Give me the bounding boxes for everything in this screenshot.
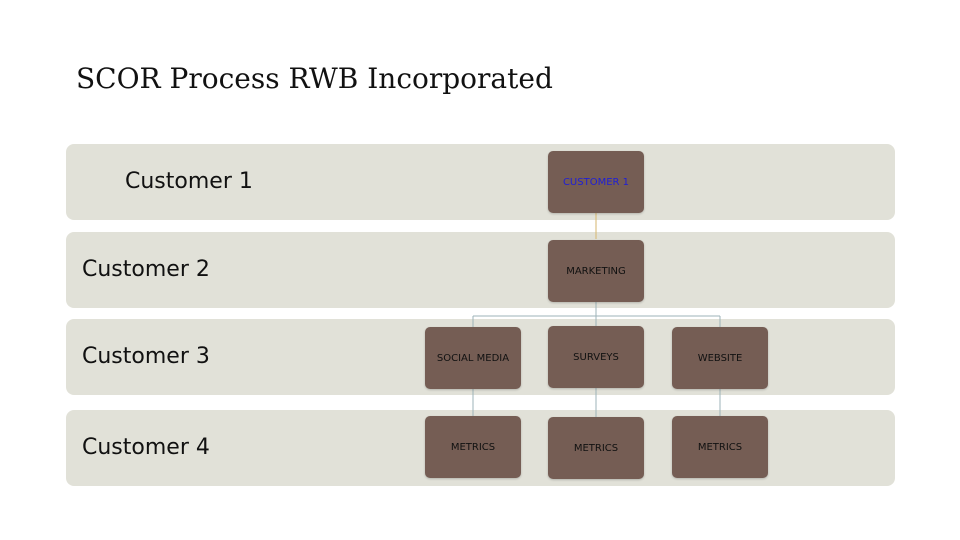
band-label-customer-4: Customer 4: [82, 435, 210, 460]
band-customer-2: [66, 232, 895, 308]
band-label-customer-1: Customer 1: [125, 169, 253, 194]
node-website: WEBSITE: [672, 327, 768, 389]
node-customer-1: CUSTOMER 1: [548, 151, 644, 213]
node-metrics-surveys: METRICS: [548, 417, 644, 479]
node-social-media: SOCIAL MEDIA: [425, 327, 521, 389]
node-surveys: SURVEYS: [548, 326, 644, 388]
band-label-customer-2: Customer 2: [82, 257, 210, 282]
node-metrics-website: METRICS: [672, 416, 768, 478]
page-title: SCOR Process RWB Incorporated: [76, 62, 553, 95]
node-metrics-social: METRICS: [425, 416, 521, 478]
node-marketing: MARKETING: [548, 240, 644, 302]
band-customer-1: [66, 144, 895, 220]
band-label-customer-3: Customer 3: [82, 344, 210, 369]
